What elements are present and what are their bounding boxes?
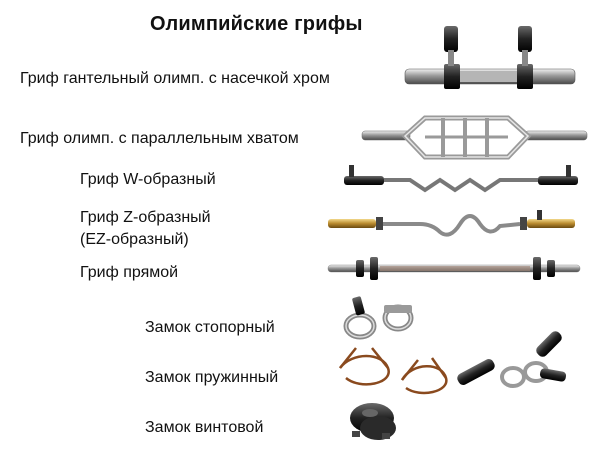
label-stop-lock: Замок стопорный bbox=[145, 319, 275, 336]
label-z-bar-ez: (EZ-образный) bbox=[80, 231, 189, 248]
ez-bar-image bbox=[328, 210, 575, 237]
dumbbell-bar-image bbox=[404, 26, 576, 89]
screw-lock-image bbox=[350, 403, 396, 440]
label-screw-lock: Замок винтовой bbox=[145, 419, 264, 436]
label-dumbbell-bar: Гриф гантельный олимп. с насечкой хром bbox=[20, 70, 330, 87]
label-parallel-bar: Гриф олимп. с параллельным хватом bbox=[20, 130, 299, 147]
w-bar-image bbox=[344, 165, 578, 193]
label-z-bar: Гриф Z-образный bbox=[80, 209, 211, 226]
parallel-bar-image bbox=[361, 115, 588, 160]
stop-lock-image bbox=[343, 296, 414, 340]
page-title: Олимпийские грифы bbox=[150, 13, 363, 35]
straight-bar-image bbox=[327, 257, 581, 280]
label-w-bar: Гриф W-образный bbox=[80, 171, 216, 188]
label-straight-bar: Гриф прямой bbox=[80, 264, 179, 281]
label-spring-lock: Замок пружинный bbox=[145, 369, 279, 386]
spring-lock-image bbox=[339, 331, 567, 395]
